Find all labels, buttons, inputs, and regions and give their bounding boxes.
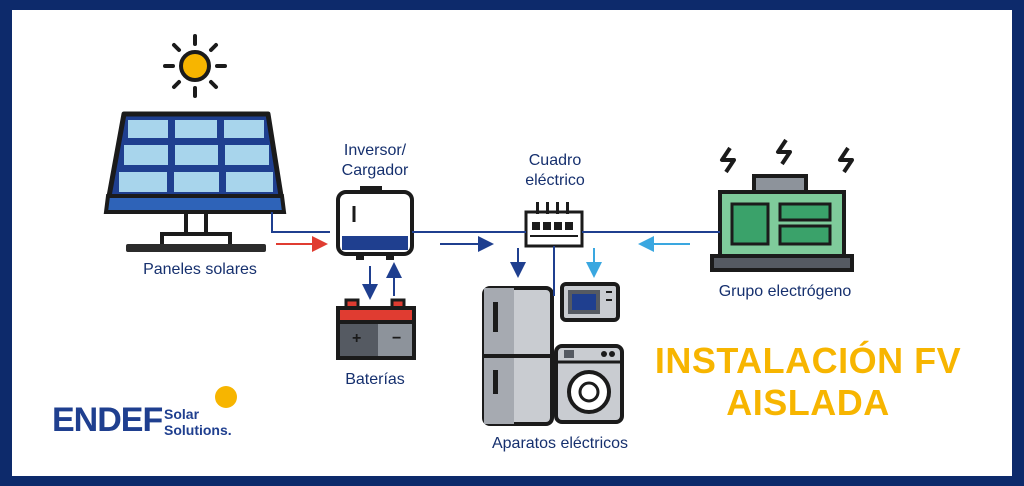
label-batteries: Baterías [345,371,405,388]
brand-sub-line1: Solar [164,406,200,422]
inverter-icon [336,186,414,260]
label-inverter-line1: Inversor/ [343,142,407,159]
label-board-line2: eléctrico [525,172,585,189]
label-appliances: Aparatos eléctricos [491,435,629,452]
breaker-panel-icon [524,202,584,248]
fridge-icon [482,286,554,426]
battery-icon: + − [336,298,416,360]
washing-machine-icon [554,344,624,424]
connectors [271,212,720,300]
title-line1: INSTALACIÓN FV [654,340,962,381]
brand-sub-line2: Solutions. [164,422,232,438]
label-generator: Grupo electrógeno [718,283,852,300]
wire-panel-inverter [271,212,330,233]
logo-dot [215,386,237,408]
solar-panel-icon [103,111,287,252]
label-board-line1: Cuadro [528,152,582,169]
generator-icon [710,138,854,272]
page-title: INSTALACIÓN FV AISLADA [628,340,988,424]
label-inverter-line2: Cargador [341,162,409,179]
sun-icon [163,34,227,98]
brand-subtitle: Solar Solutions. [164,406,232,438]
brand-logo: ENDEF [52,401,163,439]
title-line2: AISLADA [726,382,890,423]
label-panels: Paneles solares [143,261,257,278]
svg-text:+: + [352,330,361,347]
microwave-icon [560,282,620,322]
svg-text:−: − [392,330,401,347]
